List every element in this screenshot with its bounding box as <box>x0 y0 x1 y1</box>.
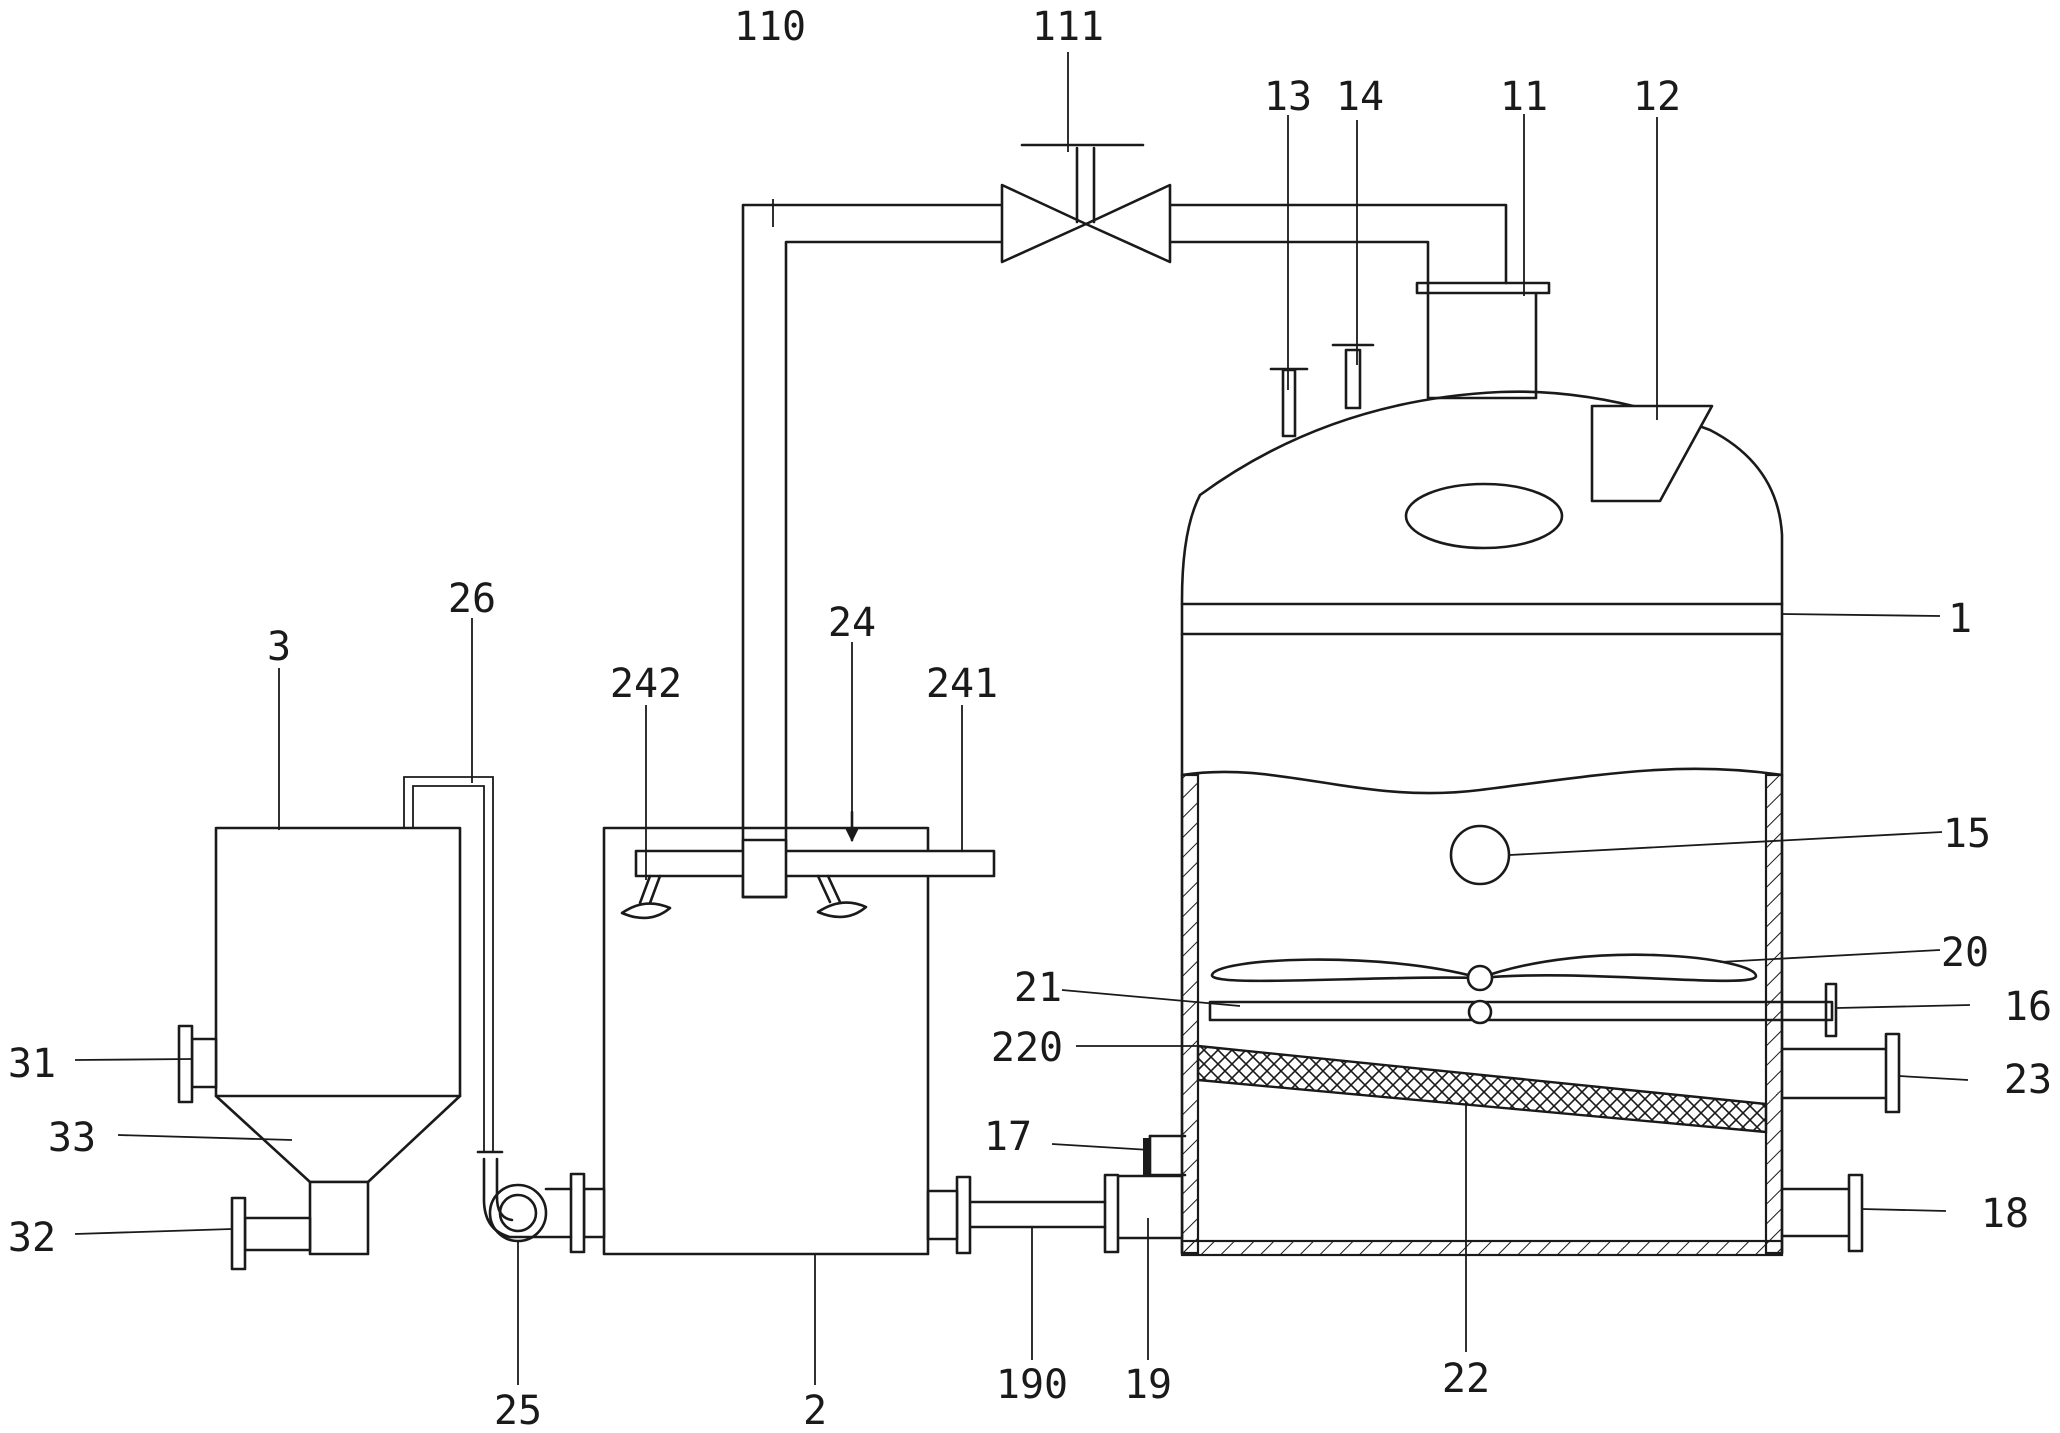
float-ball <box>1449 824 1511 886</box>
gas-pipe <box>741 143 1508 899</box>
connecting-pipe <box>926 1173 1184 1255</box>
label-241: 241 <box>926 661 998 707</box>
filter-layer <box>1196 1044 1768 1134</box>
tank-2 <box>569 810 996 1256</box>
pump-casing <box>488 1183 548 1243</box>
label-17: 17 <box>984 1114 1032 1160</box>
feed-hopper <box>1590 404 1714 503</box>
tank-2-stub <box>926 1189 959 1241</box>
transfer-pipe <box>403 776 494 1152</box>
flange-31 <box>177 1024 194 1104</box>
label-31: 31 <box>8 1041 56 1087</box>
label-111: 111 <box>1032 4 1104 50</box>
left-wall <box>1180 773 1200 1255</box>
side-outlet <box>1780 1032 1901 1114</box>
distributor-pipe <box>634 849 996 878</box>
label-18: 18 <box>1981 1191 2029 1237</box>
bottom-plate <box>1180 1239 1784 1257</box>
label-19: 19 <box>1124 1362 1172 1408</box>
outlet-neck <box>1426 290 1538 400</box>
label-20: 20 <box>1941 930 1989 976</box>
label-11: 11 <box>1500 74 1548 120</box>
spray-nozzle-left <box>620 902 672 920</box>
outlet-flange <box>1415 281 1551 295</box>
label-24: 24 <box>828 600 876 646</box>
label-22: 22 <box>1442 1356 1490 1402</box>
reactor-vessel <box>1180 390 1838 1257</box>
spray-nozzle-right <box>816 901 868 919</box>
hopper-outlet <box>308 1180 370 1256</box>
label-12: 12 <box>1633 74 1681 120</box>
hopper-tank-3 <box>177 826 462 1271</box>
pump <box>476 1150 573 1243</box>
outlet-flange-23 <box>1884 1032 1901 1114</box>
tank-2-inlet-stub <box>582 1187 606 1239</box>
flange-190 <box>955 1175 972 1255</box>
reference-labels: 110 111 13 14 11 12 1 26 24 3 242 241 15… <box>8 4 2052 1433</box>
label-190: 190 <box>996 1362 1068 1408</box>
label-16: 16 <box>2004 984 2052 1030</box>
support-plate <box>1208 1000 1834 1022</box>
nozzle-17-flange <box>1143 1138 1150 1175</box>
label-26: 26 <box>448 576 496 622</box>
label-2: 2 <box>803 1388 827 1433</box>
nozzle-17 <box>1143 1134 1187 1177</box>
label-21: 21 <box>1014 965 1062 1011</box>
label-23: 23 <box>2004 1057 2052 1103</box>
inlet-stub-19 <box>1114 1174 1184 1240</box>
label-32: 32 <box>8 1215 56 1261</box>
label-13: 13 <box>1264 74 1312 120</box>
valve-body-right <box>1084 183 1172 264</box>
tank-2-inlet-flange <box>569 1172 586 1254</box>
pump-impeller <box>498 1193 538 1233</box>
label-15: 15 <box>1943 811 1991 857</box>
shaft-bearing <box>1467 999 1493 1025</box>
shaft-end <box>1824 982 1838 1038</box>
label-14: 14 <box>1336 74 1384 120</box>
flange-19 <box>1103 1173 1120 1254</box>
label-3: 3 <box>267 624 291 670</box>
top-fittings <box>1269 281 1714 503</box>
bottom-outlet <box>1780 1173 1864 1253</box>
sight-window <box>1404 482 1564 550</box>
flange-32 <box>230 1196 247 1271</box>
label-242: 242 <box>610 661 682 707</box>
label-110: 110 <box>734 4 806 50</box>
label-1: 1 <box>1948 596 1972 642</box>
stirrer-hub <box>1466 964 1494 992</box>
leader-lines <box>74 52 1971 1385</box>
nozzle-14 <box>1344 348 1362 410</box>
label-33: 33 <box>48 1115 96 1161</box>
label-220: 220 <box>991 1025 1063 1071</box>
nozzle-13 <box>1281 368 1297 438</box>
valve-body-left <box>1000 183 1088 264</box>
outlet-flange-18 <box>1847 1173 1864 1253</box>
right-wall <box>1764 773 1784 1255</box>
label-25: 25 <box>494 1388 542 1433</box>
